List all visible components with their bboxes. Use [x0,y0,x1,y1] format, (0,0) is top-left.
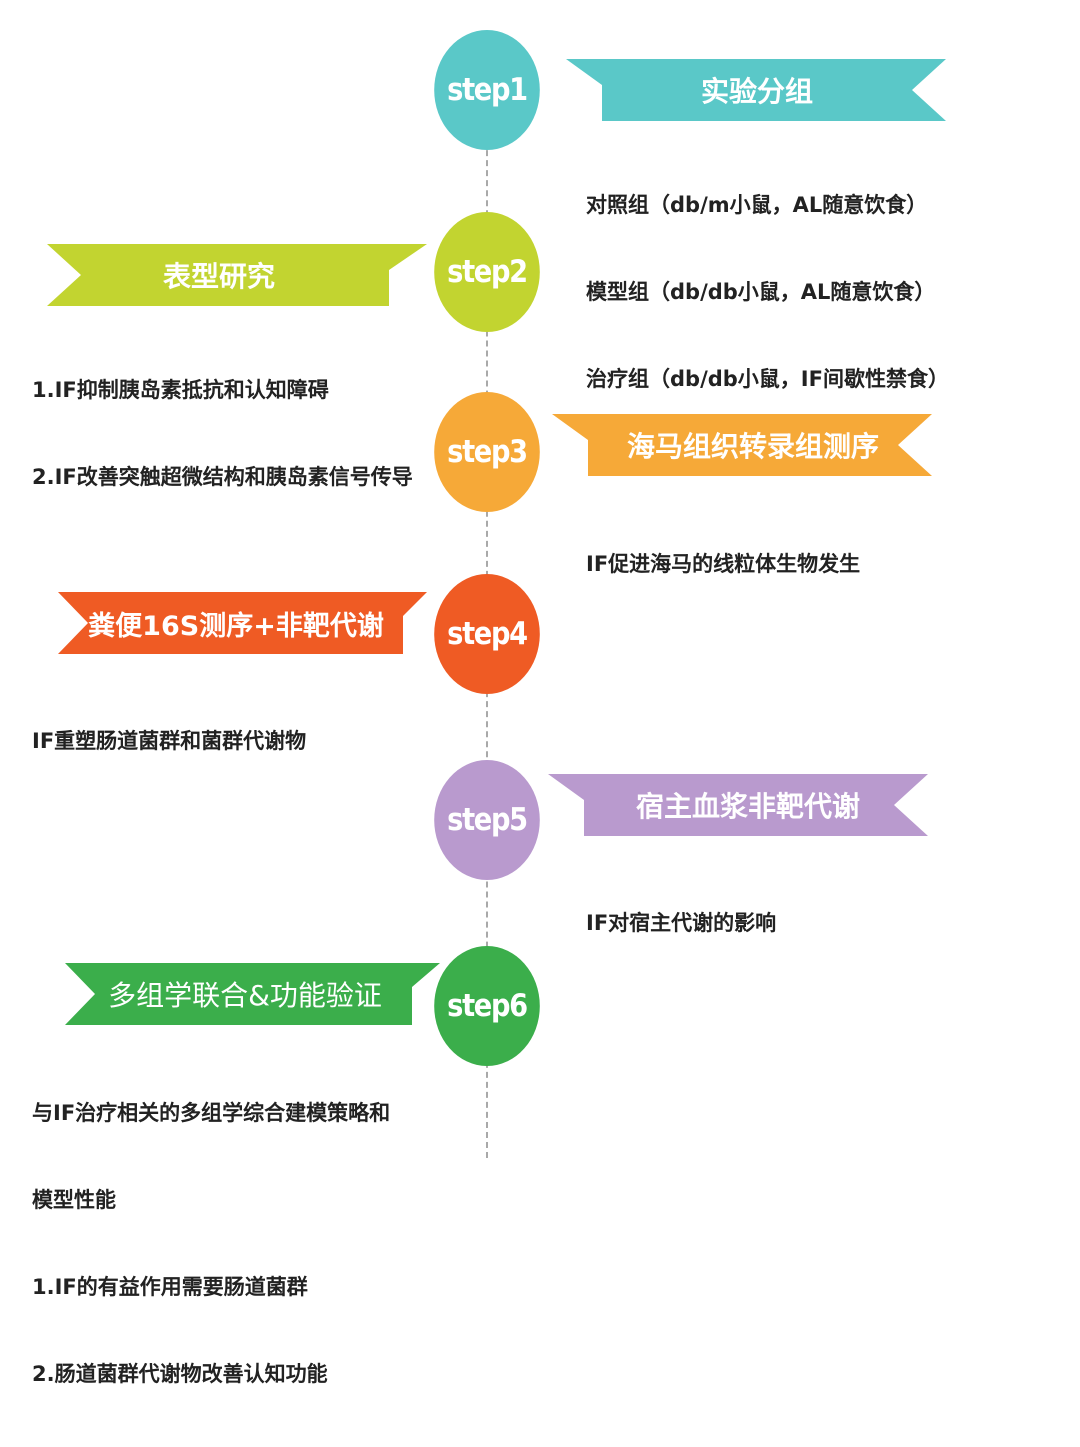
step5-description: IF对宿主代谢的影响 [586,851,776,996]
description-line: 与IF治疗相关的多组学综合建模策略和 [32,1101,391,1125]
description-line: 治疗组（db/db小鼠，IF间歇性禁食） [586,367,949,391]
description-line: IF促进海马的线粒体生物发生 [586,552,861,576]
step5-circle: step5 [434,760,540,880]
description-line: IF对宿主代谢的影响 [586,911,777,935]
description-line: 1.IF抑制胰岛素抵抗和认知障碍 [32,378,329,402]
step6-banner: 多组学联合&功能验证 [65,963,440,1025]
banner-ribbon-shape [552,414,932,476]
description-line: 模型性能 [32,1188,116,1212]
step4-circle: step4 [434,574,540,694]
step4-banner-title: 粪便16S测序+非靶代谢 [88,610,384,642]
step5-banner: 宿主血浆非靶代谢 [548,774,928,836]
description-line: 2.IF改善突触超微结构和胰岛素信号传导 [32,465,413,489]
step3-circle: step3 [434,392,540,512]
step6-banner-title: 多组学联合&功能验证 [108,979,382,1012]
description-line: 1.IF的有益作用需要肠道菌群 [32,1275,308,1299]
step4-banner: 粪便16S测序+非靶代谢 [58,592,427,654]
step3-banner-title: 海马组织转录组测序 [626,430,879,463]
step4-description: IF重塑肠道菌群和菌群代谢物 [32,669,306,814]
step3-description: IF促进海马的线粒体生物发生 [586,492,860,637]
step1-banner: 实验分组 [566,59,946,121]
timeline-diagram: step1 实验分组 对照组（db/m小鼠，AL随意饮食） 模型组（db/db小… [32,30,949,1386]
step2-banner: 表型研究 [47,244,427,306]
description-line: 2.肠道菌群代谢物改善认知功能 [32,1362,328,1386]
banner-ribbon-shape [47,244,427,306]
banner-ribbon-shape [548,774,928,836]
step1-circle: step1 [434,30,540,150]
banner-ribbon-shape [65,963,440,1025]
step2-circle: step2 [434,212,540,332]
description-line: 模型组（db/db小鼠，AL随意饮食） [586,280,936,304]
step2-banner-title: 表型研究 [162,260,275,293]
step5-banner-title: 宿主血浆非靶代谢 [635,790,860,823]
banner-ribbon-shape [566,59,946,121]
description-line: IF重塑肠道菌群和菌群代谢物 [32,729,307,753]
step6-circle: step6 [434,946,540,1066]
description-line: 对照组（db/m小鼠，AL随意饮食） [586,193,928,217]
step1-banner-title: 实验分组 [700,75,813,108]
banner-ribbon-shape [58,592,427,654]
step3-banner: 海马组织转录组测序 [552,414,932,476]
step2-description: 1.IF抑制胰岛素抵抗和认知障碍 2.IF改善突触超微结构和胰岛素信号传导 [32,318,413,550]
step6-description: 与IF治疗相关的多组学综合建模策略和 模型性能 1.IF的有益作用需要肠道菌群 … [32,1041,390,1447]
step1-description: 对照组（db/m小鼠，AL随意饮食） 模型组（db/db小鼠，AL随意饮食） 治… [586,133,949,452]
